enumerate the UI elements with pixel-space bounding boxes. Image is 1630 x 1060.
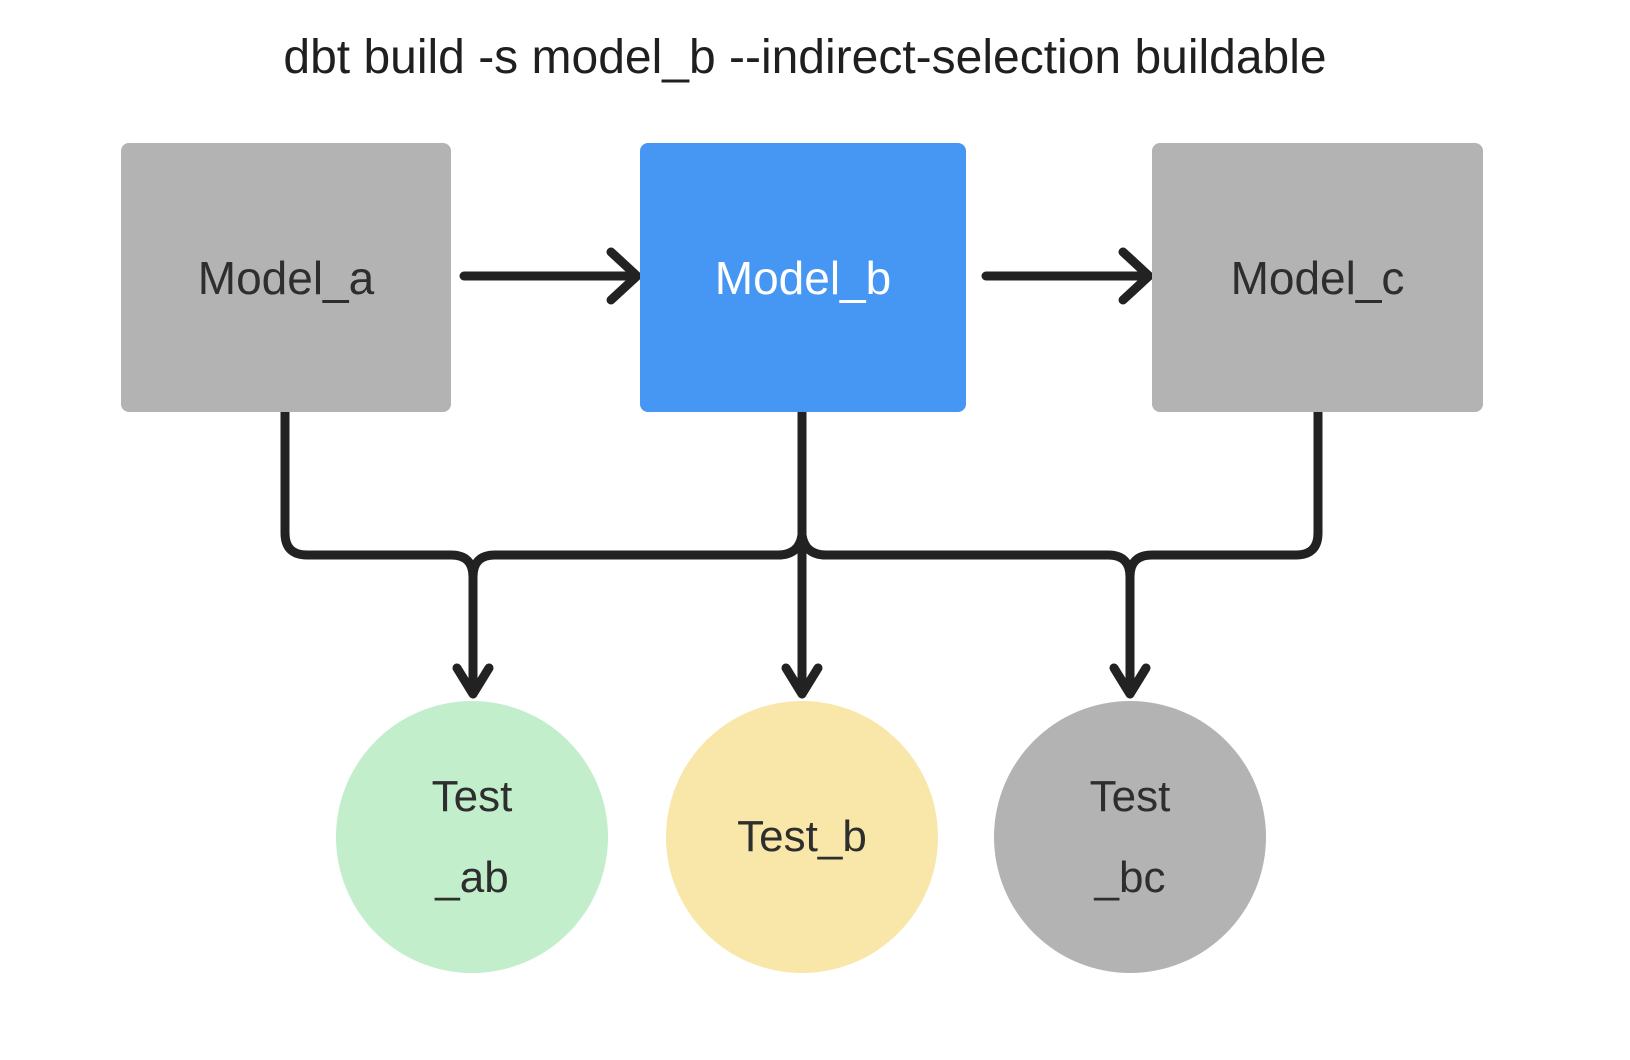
node-model-a: Model_a bbox=[121, 143, 451, 412]
node-test-bc: Test _bc bbox=[994, 701, 1266, 973]
node-test-ab: Test _ab bbox=[336, 701, 608, 973]
node-test-ab-label-line1: Test bbox=[431, 771, 513, 821]
node-model-c-label: Model_c bbox=[1230, 251, 1405, 304]
arrowhead-right-icon bbox=[1118, 247, 1154, 305]
node-test-b-label-line1: Test_b bbox=[737, 812, 867, 862]
edge-model-c-to-test-bc bbox=[1125, 407, 1323, 695]
node-model-b-label: Model_b bbox=[714, 251, 892, 304]
edge-trunk-left bbox=[468, 530, 807, 582]
node-test-ab-label-line2: _ab bbox=[435, 853, 509, 902]
arrowhead-right-icon bbox=[606, 247, 642, 305]
node-test-bc-label-line2: _bc bbox=[1094, 853, 1166, 902]
node-model-c: Model_c bbox=[1152, 143, 1483, 412]
arrowhead-down-icon bbox=[452, 663, 494, 699]
node-model-b: Model_b bbox=[640, 143, 966, 412]
arrowhead-down-icon bbox=[1109, 663, 1151, 699]
node-test-b: Test_b bbox=[666, 701, 938, 973]
node-model-a-label: Model_a bbox=[197, 251, 375, 304]
diagram-title: dbt build -s model_b --indirect-selectio… bbox=[283, 31, 1327, 84]
node-test-bc-label-line1: Test bbox=[1089, 771, 1171, 821]
arrowhead-down-icon bbox=[781, 663, 823, 699]
edge-trunk-right bbox=[797, 530, 1135, 582]
edge-model-a-to-test-ab bbox=[280, 407, 478, 695]
